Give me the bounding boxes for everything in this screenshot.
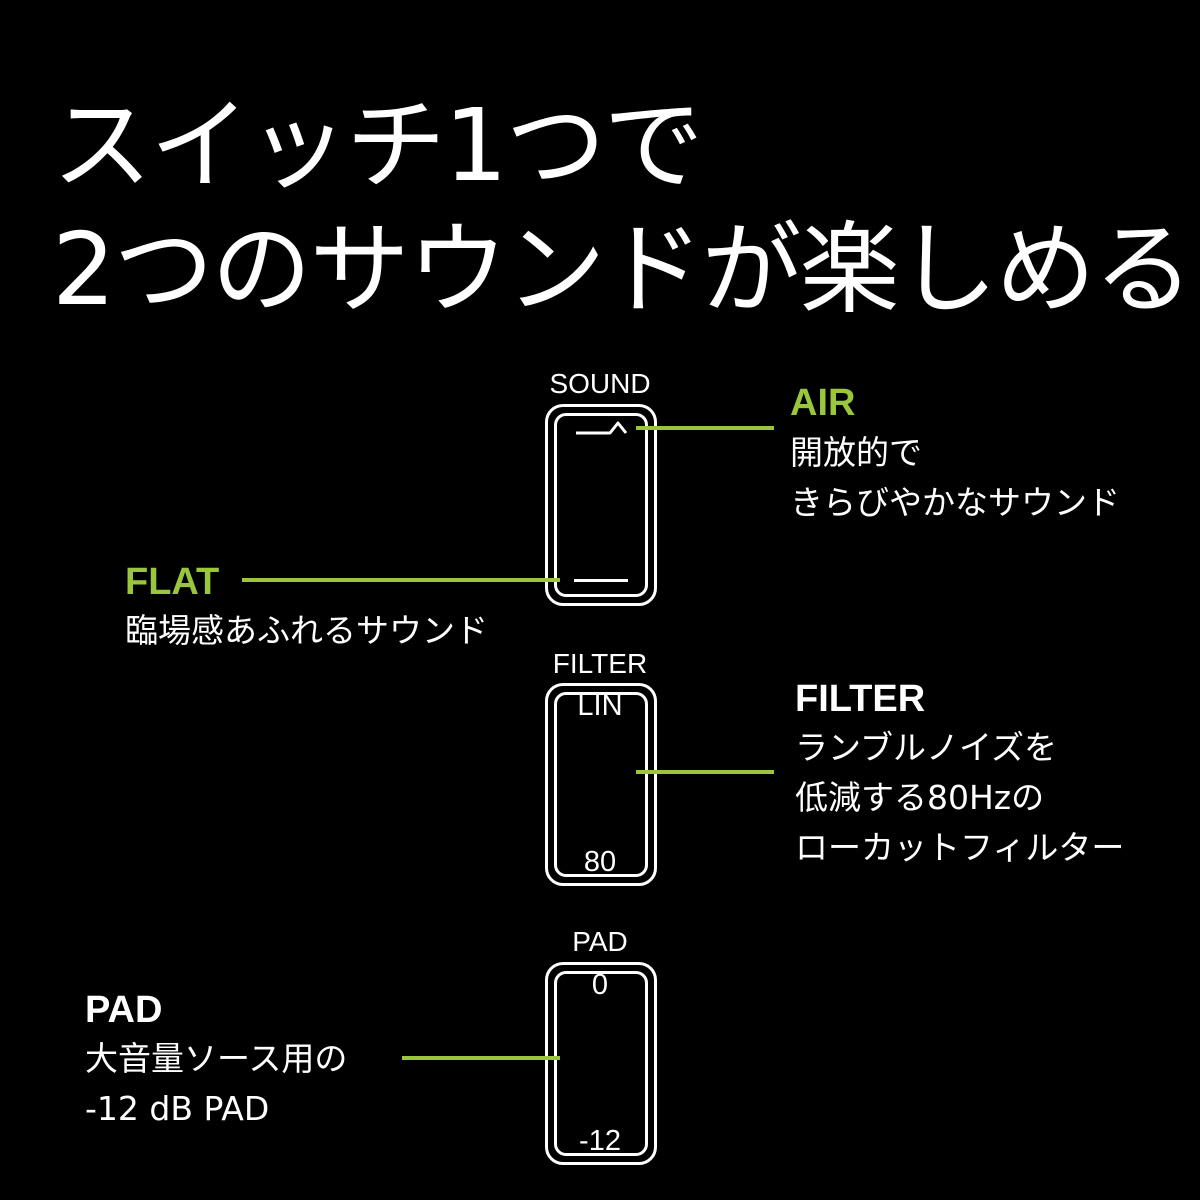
sound-switch-slot	[554, 413, 648, 597]
filter-heading: FILTER	[795, 678, 926, 720]
filter-leader-line	[636, 770, 774, 774]
filter-lin-label: LIN	[577, 690, 623, 722]
flat-leader-line	[242, 578, 560, 582]
page-title: スイッチ1つで 2つのサウンドが楽しめる	[52, 87, 1194, 328]
pad-minus12-label: -12	[579, 1125, 621, 1157]
air-leader-line	[636, 426, 774, 430]
filter-description-line: 低減する80Hzの	[795, 778, 1045, 817]
filter-description-line: ランブルノイズを	[795, 728, 1058, 767]
pad-switch-slot	[554, 971, 648, 1156]
filter-description: ランブルノイズを 低減する80Hzの ローカットフィルター	[795, 723, 1124, 873]
title-line-1: スイッチ1つで	[52, 87, 704, 204]
pad-leader-line	[402, 1056, 560, 1060]
pad-heading: PAD	[85, 989, 163, 1031]
sound-switch-label: SOUND	[549, 368, 651, 399]
pad-switch-label: PAD	[572, 926, 628, 957]
air-curve-icon	[576, 421, 628, 435]
title-line-2: 2つのサウンドが楽しめる	[52, 211, 1194, 328]
pad-description-line: 大音量ソース用の	[85, 1039, 348, 1078]
air-description: 開放的で きらびやかなサウンド	[790, 428, 1120, 528]
sound-switch[interactable]	[545, 404, 657, 606]
air-heading: AIR	[790, 382, 856, 424]
pad-switch[interactable]	[545, 962, 657, 1165]
pad-description: 大音量ソース用の -12 dB PAD	[85, 1034, 347, 1134]
flat-line-icon	[574, 579, 628, 582]
pad-0-label: 0	[591, 969, 609, 1001]
flat-description: 臨場感あふれるサウンド	[125, 606, 488, 656]
air-description-line: 開放的で	[790, 433, 922, 472]
air-description-line: きらびやかなサウンド	[790, 483, 1120, 522]
filter-80-label: 80	[583, 846, 617, 878]
flat-heading: FLAT	[125, 561, 220, 603]
filter-switch-slot	[554, 692, 648, 877]
filter-switch[interactable]	[545, 683, 657, 886]
filter-switch-label: FILTER	[552, 648, 648, 679]
flat-description-line: 臨場感あふれるサウンド	[125, 611, 488, 650]
pad-description-line: -12 dB PAD	[85, 1089, 270, 1128]
filter-description-line: ローカットフィルター	[795, 828, 1125, 867]
